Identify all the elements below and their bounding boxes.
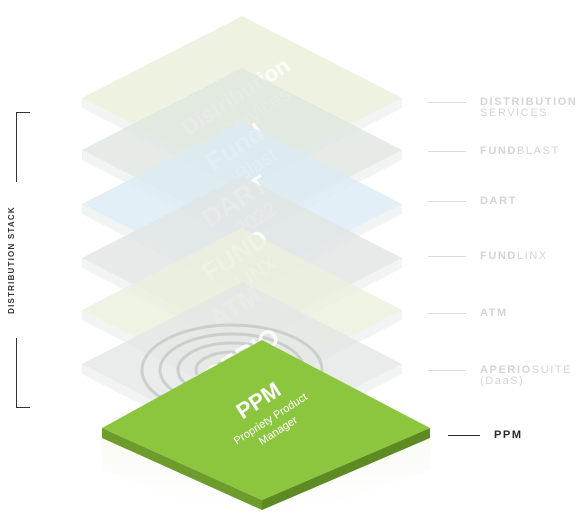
ppm-side-left (102, 428, 262, 510)
ppm-side-right (262, 428, 430, 510)
legend-dart-bold: DART (480, 195, 517, 207)
ppm-top (102, 340, 430, 500)
legend-fundlinx-light: LINX (516, 250, 548, 262)
legend-aperio-light: SUITE (531, 364, 573, 376)
ppm-layer: PPM Propriety Product Manager (102, 340, 430, 510)
legend-distribution-services-light: SERVICES (480, 107, 549, 119)
legend-aperio-daas: (DaaS) (480, 375, 525, 387)
distribution-stack-label: DISTRIBUTION STACK (5, 182, 19, 338)
legend-atm-bold: ATM (480, 307, 508, 319)
legend-aperio-bold: APERIO (480, 364, 532, 376)
legend-distribution-services-bold: DISTRIBUTION (480, 96, 578, 108)
legend-fundblast-bold: FUND (480, 145, 517, 157)
legend-ppm-label: PPM (494, 429, 523, 441)
legend-fundblast-light: BLAST (516, 145, 560, 157)
legend-fundlinx-bold: FUND (480, 250, 517, 262)
ppm-glow (102, 438, 430, 531)
